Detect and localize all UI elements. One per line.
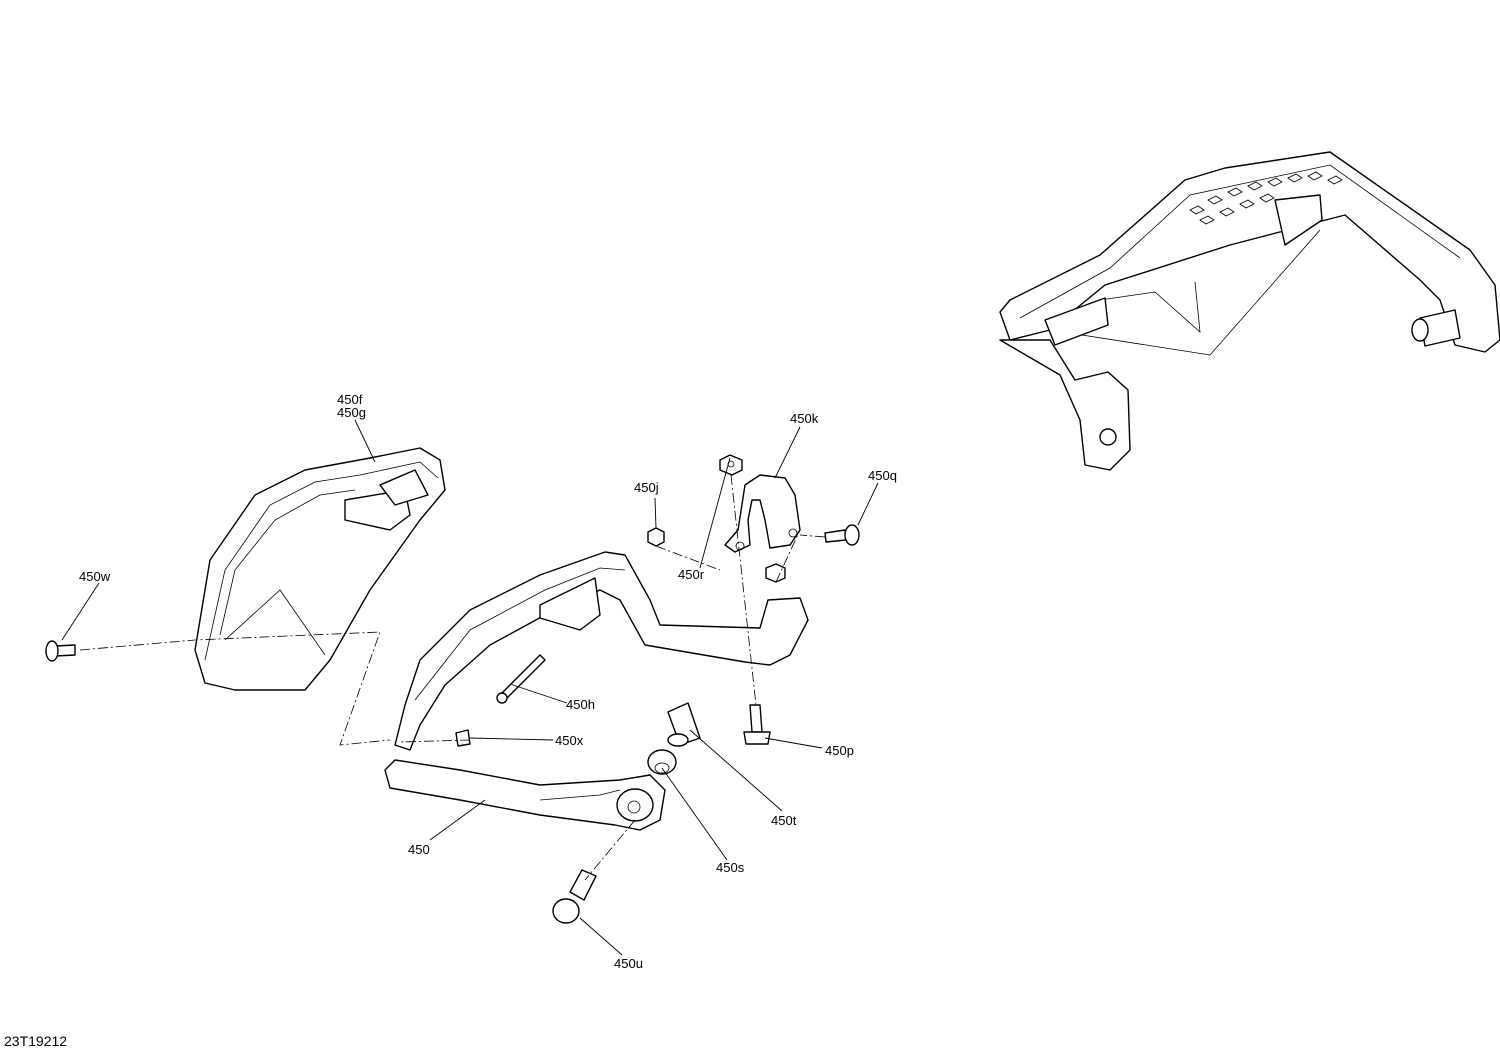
- shell-450f: [194, 447, 446, 691]
- callout-450f: 450f: [337, 392, 363, 407]
- assembly-lines: [79, 474, 826, 881]
- callout-450w: 450w: [79, 569, 111, 584]
- screw-450h: [496, 654, 546, 704]
- callout-450g: 450g: [337, 405, 366, 420]
- assembled-handguard: [999, 151, 1500, 471]
- callout-450s: 450s: [716, 860, 745, 875]
- nut-450x: [455, 729, 471, 747]
- callout-450u: 450u: [614, 956, 643, 971]
- callout-450k: 450k: [790, 411, 819, 426]
- callout-450h: 450h: [566, 697, 595, 712]
- screw-450p: [743, 704, 771, 745]
- callout-450t: 450t: [771, 813, 797, 828]
- nut-450k-top: [719, 454, 743, 476]
- callout-450j: 450j: [634, 480, 659, 495]
- screw-450q: [824, 524, 860, 546]
- callout-450q: 450q: [868, 468, 897, 483]
- callout-450r: 450r: [678, 567, 705, 582]
- spacer-450t: [667, 702, 701, 747]
- callout-450p: 450p: [825, 743, 854, 758]
- screw-450w: [45, 640, 76, 662]
- callout-450: 450: [408, 842, 430, 857]
- handguard-bar-450: [384, 551, 809, 831]
- leader-lines: [61, 419, 879, 956]
- callout-450x: 450x: [555, 733, 584, 748]
- screw-450u: [552, 869, 597, 924]
- nut-450r: [765, 563, 786, 583]
- clamp-450k: [724, 474, 801, 553]
- nut-450j: [647, 527, 665, 547]
- diagram-reference-code: 23T19212: [4, 1033, 68, 1049]
- washer-450s: [647, 749, 677, 775]
